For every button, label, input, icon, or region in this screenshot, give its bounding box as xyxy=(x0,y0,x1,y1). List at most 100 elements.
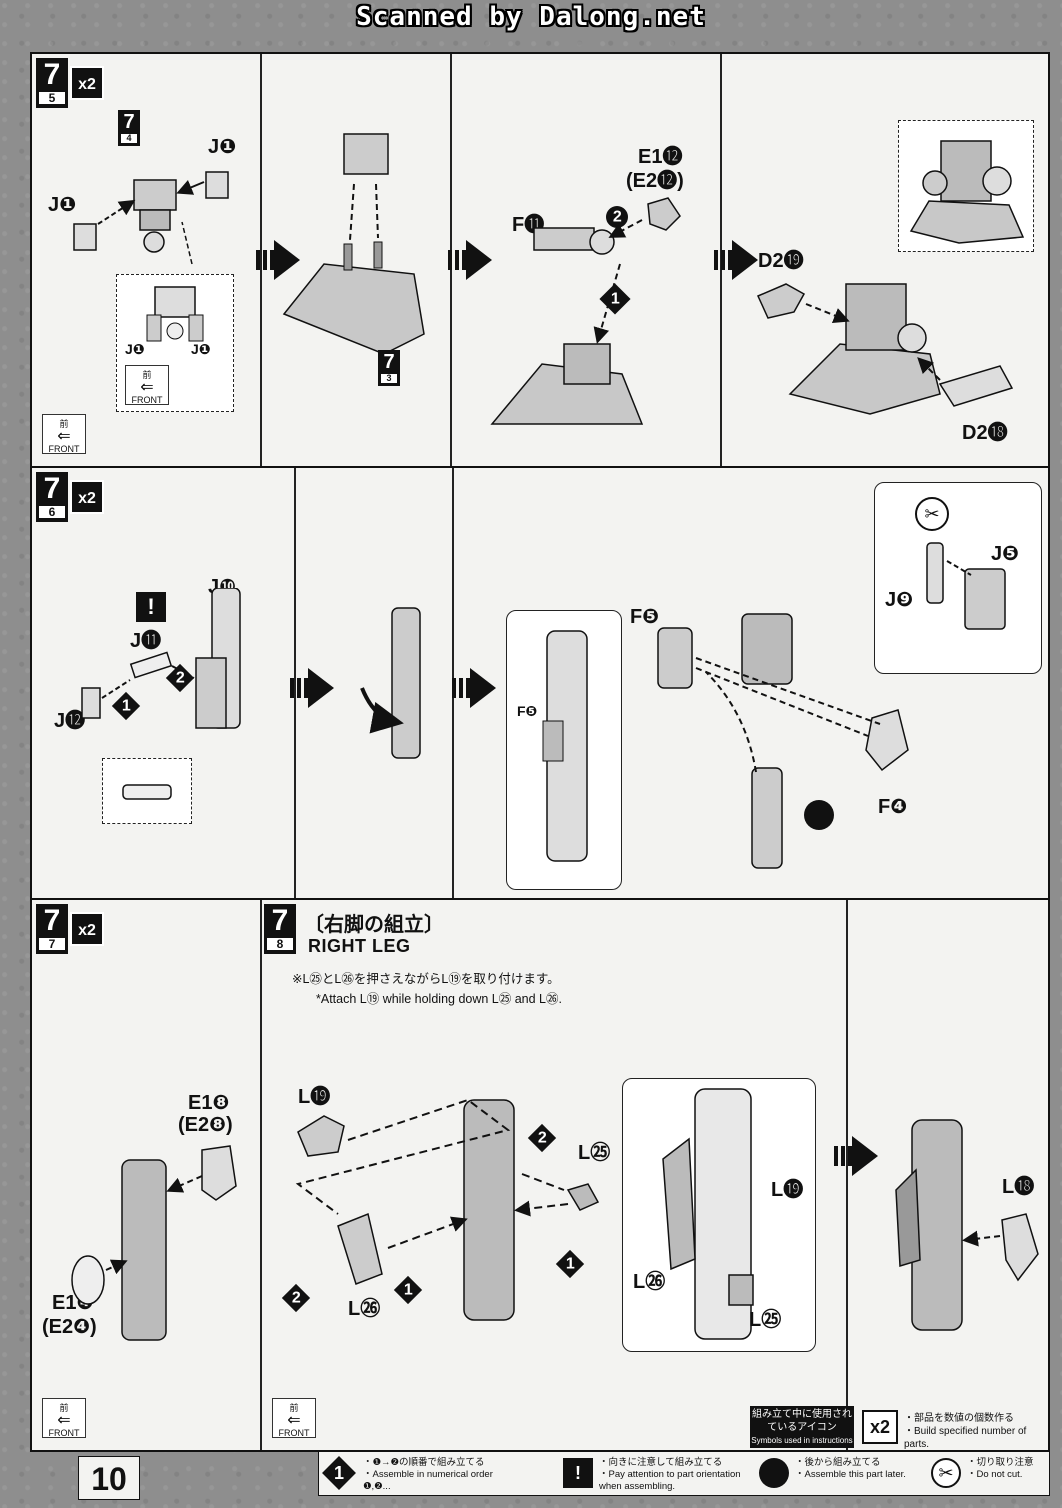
part-callout: J❶ xyxy=(48,194,77,216)
step-note-jp: ※L㉕とL㉖を押さえながらL⑲を取り付けます。 xyxy=(292,972,560,986)
flow-arrow-icon xyxy=(290,668,334,708)
legend-order-text: ・❶→❷の順番で組み立てる ・Assemble in numerical ord… xyxy=(363,1457,523,1493)
step-number: 7 xyxy=(43,904,61,937)
front-label-en: FRONT xyxy=(48,444,80,454)
watermark: Scanned by Dalong.net xyxy=(356,2,706,32)
part-callout: L㉖ xyxy=(348,1298,381,1320)
step-note-en: *Attach L⑲ while holding down L㉕ and L㉖. xyxy=(316,992,562,1006)
base-assembly-illustration xyxy=(282,133,425,355)
right-leg-finished-illustration xyxy=(895,1119,1039,1331)
part-callout: L⓲ xyxy=(1002,1176,1035,1198)
step-badge: 7 8 xyxy=(264,904,296,954)
detail-box: J❶ J❶ 前 ⇐ FRONT xyxy=(116,274,234,412)
detail-illustration xyxy=(146,286,204,342)
legend-orientation-text: ・向きに注意して組み立てる ・Pay attention to part ori… xyxy=(599,1457,759,1493)
flow-arrow-icon xyxy=(714,240,758,280)
part-callout: D2⓲ xyxy=(962,422,1008,444)
row-step-7-7-and-7-8: 7 7 x2 E1❽ (E2❽) E1❹ (E2❹) 前 ⇐ FRONT 7 8… xyxy=(32,900,1048,1450)
front-label-jp: 前 xyxy=(289,1403,299,1413)
part-callout: J❶ xyxy=(208,136,237,158)
part-callout: F❹ xyxy=(878,796,908,818)
detail-box xyxy=(898,120,1034,252)
torso-assembly-illustration xyxy=(73,171,229,265)
front-label-jp: 前 xyxy=(59,419,69,429)
legend-order: 1 ・❶→❷の順番で組み立てる ・Assemble in numerical o… xyxy=(322,1456,557,1493)
multiplier-badge: x2 xyxy=(70,912,104,946)
step-number: 7 xyxy=(123,111,135,133)
do-not-cut-icon: ✂ xyxy=(915,497,949,531)
step-badge: 7 5 xyxy=(36,58,68,108)
front-label-en: FRONT xyxy=(48,1428,80,1438)
legend-orient-en: ・Pay attention to part orientation when … xyxy=(599,1469,741,1492)
detail-box: ✂ J❾ J❺ xyxy=(874,482,1042,674)
knee-assembly-illustration xyxy=(657,613,909,869)
reference-step-badge: 7 3 xyxy=(378,350,400,386)
shoulder-detail-illustration xyxy=(757,283,1014,415)
reference-step-badge: 7 4 xyxy=(118,110,140,146)
flow-arrow-icon xyxy=(452,668,496,708)
front-arrow-icon: ⇐ xyxy=(57,1412,71,1429)
order-icon: 1 xyxy=(322,1456,356,1490)
step-sub-number: 7 xyxy=(38,937,66,951)
step-number: 7 xyxy=(43,472,61,505)
connector-detail-illustration xyxy=(122,784,172,800)
part-callout: L㉕ xyxy=(749,1309,782,1331)
step-number: 7 xyxy=(43,58,61,91)
step-number: 7 xyxy=(271,904,289,937)
assemble-later-icon xyxy=(804,800,834,830)
front-orientation-badge: 前 ⇐ FRONT xyxy=(42,414,86,454)
step-number: 7 xyxy=(383,351,395,373)
front-arrow-icon: ⇐ xyxy=(140,379,154,396)
symbols-title-en: Symbols used in instructions xyxy=(751,1436,853,1445)
step-sub-number: 3 xyxy=(380,373,398,384)
row-step-7-6: 7 6 x2 J❿ ! J⓫ J⓬ 1 2 F❺ xyxy=(32,468,1048,900)
part-callout: F❺ xyxy=(630,606,660,628)
legend-nocut-en: ・Do not cut. xyxy=(967,1469,1023,1480)
part-callout: J⓬ xyxy=(54,710,86,732)
part-callout: J❶ xyxy=(125,341,145,357)
part-callout: L㉕ xyxy=(578,1142,611,1164)
symbols-title-jp: 組み立て中に使用されているアイコン xyxy=(752,1409,852,1433)
detail-box xyxy=(102,758,192,824)
orientation-warning-icon: ! xyxy=(563,1458,593,1488)
step-title-jp: 〔右脚の組立〕 xyxy=(304,914,444,936)
do-not-cut-icon: ✂ xyxy=(931,1458,961,1488)
part-callout: J❾ xyxy=(885,589,914,611)
part-callout: (E2⓬) xyxy=(626,170,684,192)
instruction-sheet: 7 5 x2 7 4 J❶ J❶ xyxy=(30,52,1050,1452)
legend-orient-jp: ・向きに注意して組み立てる xyxy=(599,1457,723,1468)
part-callout: L⓳ xyxy=(298,1086,331,1108)
legend-later-jp: ・後から組み立てる xyxy=(795,1457,881,1468)
legend-nocut-jp: ・切り取り注意 xyxy=(967,1457,1034,1468)
part-callout: F❺ xyxy=(517,703,538,719)
step-sub-number: 8 xyxy=(266,937,294,951)
step-badge: 7 6 xyxy=(36,472,68,522)
front-orientation-badge: 前 ⇐ FRONT xyxy=(42,1398,86,1438)
legend-later: ・後から組み立てる ・Assemble this part later. xyxy=(759,1456,929,1492)
thigh-assembly-illustration xyxy=(71,1145,237,1341)
part-callout: (E2❽) xyxy=(178,1114,233,1136)
flow-arrow-icon xyxy=(834,1136,878,1176)
part-callout: J⓫ xyxy=(130,630,162,652)
assemble-later-icon xyxy=(759,1458,789,1488)
legend-order-jp: ・❶→❷の順番で組み立てる xyxy=(363,1457,485,1468)
multiplier-legend-jp: ・部品を数値の個数作る xyxy=(904,1413,1014,1424)
legend-later-text: ・後から組み立てる ・Assemble this part later. xyxy=(795,1457,955,1481)
multiplier-legend-en: ・Build specified number of parts. xyxy=(904,1426,1027,1450)
front-arrow-icon: ⇐ xyxy=(57,428,71,445)
legend-no-cut: ✂ ・切り取り注意 ・Do not cut. xyxy=(931,1456,1047,1492)
front-label-jp: 前 xyxy=(142,370,152,380)
legend-later-en: ・Assemble this part later. xyxy=(795,1469,906,1480)
orientation-warning-icon: ! xyxy=(136,592,166,622)
step-sub-number: 5 xyxy=(38,91,66,105)
part-callout: L⓳ xyxy=(771,1179,804,1201)
detail-box: L⓳ L㉖ L㉕ xyxy=(622,1078,816,1352)
divider xyxy=(846,900,848,1450)
step-badge: 7 7 xyxy=(36,904,68,954)
symbols-legend-title: 組み立て中に使用されているアイコン Symbols used in instru… xyxy=(750,1406,854,1448)
step-title-en: RIGHT LEG xyxy=(308,936,411,956)
part-callout: L㉖ xyxy=(633,1271,666,1293)
part-callout: E1❽ xyxy=(188,1092,230,1114)
leg-frame-detail-illustration xyxy=(542,630,588,862)
front-label-jp: 前 xyxy=(59,1403,69,1413)
